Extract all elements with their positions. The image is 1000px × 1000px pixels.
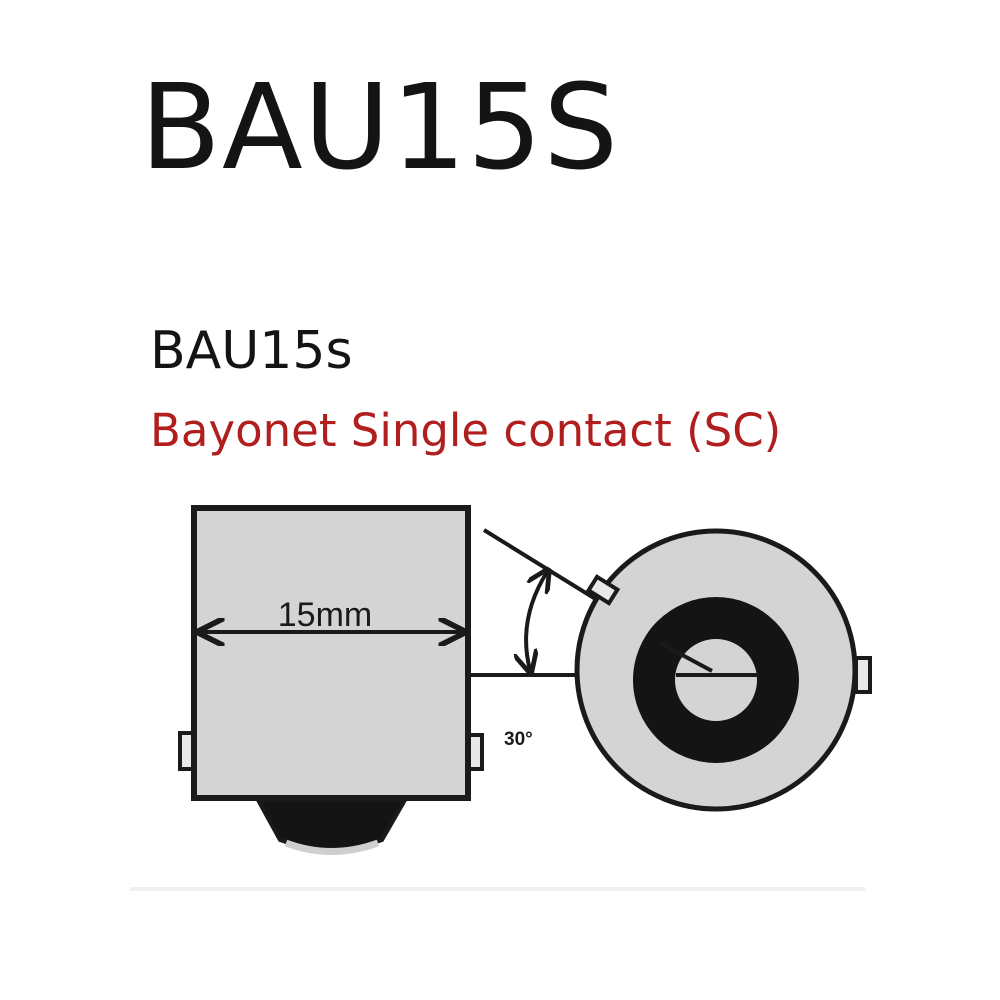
angle-label: 30° [504, 729, 533, 750]
center-contact-ring [633, 597, 799, 763]
base-description: Bayonet Single contact (SC) [150, 404, 782, 457]
right-pin-nub [854, 656, 872, 694]
base-code-label: BAU15s [150, 321, 353, 381]
base-side-view: 15mm [178, 505, 484, 855]
page-title: BAU15S [140, 58, 620, 196]
contact-tip-highlight [284, 839, 380, 855]
contact-tip [254, 798, 409, 851]
diameter-label: 15mm [278, 596, 372, 634]
base-outer-ring [574, 528, 858, 812]
hole-angled-line [659, 641, 713, 673]
angled-pin-nub [585, 574, 621, 606]
base-shell [191, 505, 471, 801]
base-bottom-view [574, 528, 872, 812]
angle-arc-arrow [526, 572, 547, 670]
